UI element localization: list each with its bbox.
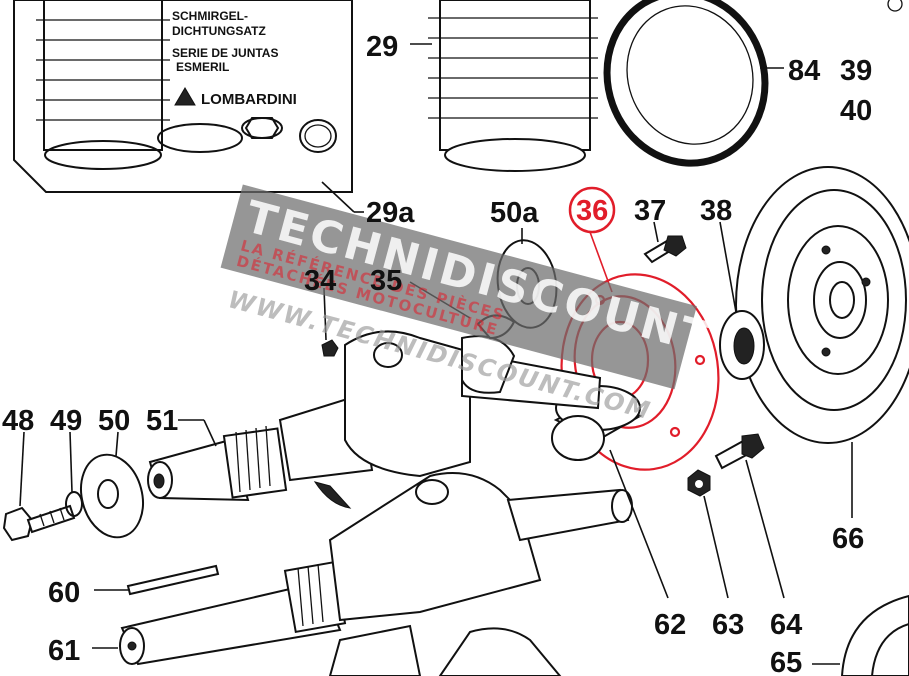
nut-34-part	[321, 339, 339, 357]
bolt-37-part	[643, 235, 687, 264]
label-62: 62	[654, 609, 686, 641]
label-64: 64	[770, 609, 802, 641]
kit-text-line2: DICHTUNGSATZ	[172, 24, 266, 38]
kit-cylinder-illustration	[36, 0, 170, 170]
part-65	[840, 594, 909, 676]
flywheel-part	[735, 166, 909, 444]
highlight-circle-36	[568, 186, 616, 234]
head-gasket-part	[603, 0, 769, 167]
lock-washer-49-part	[65, 491, 83, 517]
label-49: 49	[50, 405, 82, 437]
label-63: 63	[712, 609, 744, 641]
label-35: 35	[370, 265, 402, 297]
cylinder-part	[428, 0, 598, 172]
part-number-labels: 29 29a 84 39 40 50a 36 37 38 34 35 48 49…	[2, 31, 872, 676]
label-48: 48	[2, 405, 34, 437]
label-38: 38	[700, 195, 732, 227]
label-40: 40	[840, 95, 872, 127]
label-50a: 50a	[490, 197, 539, 229]
label-51: 51	[146, 405, 178, 437]
label-66: 66	[832, 523, 864, 555]
crankshaft-61-part	[119, 472, 633, 666]
bolt-64-part	[714, 433, 765, 470]
label-39: 39	[840, 55, 872, 87]
label-60: 60	[48, 577, 80, 609]
label-61: 61	[48, 635, 80, 667]
nut-63-part	[687, 469, 711, 497]
label-50: 50	[98, 405, 130, 437]
kit-text-line4: ESMERIL	[176, 60, 229, 74]
leader-lines	[19, 43, 853, 665]
label-37: 37	[634, 195, 666, 227]
crankshaft-51-part	[147, 330, 602, 509]
washer-50-part	[80, 453, 144, 539]
label-84: 84	[788, 55, 820, 87]
label-29a: 29a	[366, 197, 415, 229]
bolt-48-part	[2, 504, 76, 542]
label-34: 34	[304, 265, 336, 297]
oil-seal-38-part	[719, 310, 765, 380]
gasket-kit-box: SCHMIRGEL- DICHTUNGSATZ SERIE DE JUNTAS …	[13, 0, 353, 193]
watermark-band	[220, 184, 697, 390]
kit-gasket-rings	[157, 117, 337, 153]
label-36: 36	[576, 195, 608, 227]
key-60-part	[126, 564, 220, 596]
kit-text-line1: SCHMIRGEL-	[172, 9, 248, 23]
top-corner-washer	[887, 0, 903, 12]
brand-name: LOMBARDINI	[201, 91, 297, 108]
kit-text-line3: SERIE DE JUNTAS	[172, 46, 278, 60]
lombardini-logo: LOMBARDINI	[174, 87, 297, 108]
crankshaft-61-extra-web	[328, 624, 562, 676]
label-29: 29	[366, 31, 398, 63]
label-65: 65	[770, 647, 802, 676]
